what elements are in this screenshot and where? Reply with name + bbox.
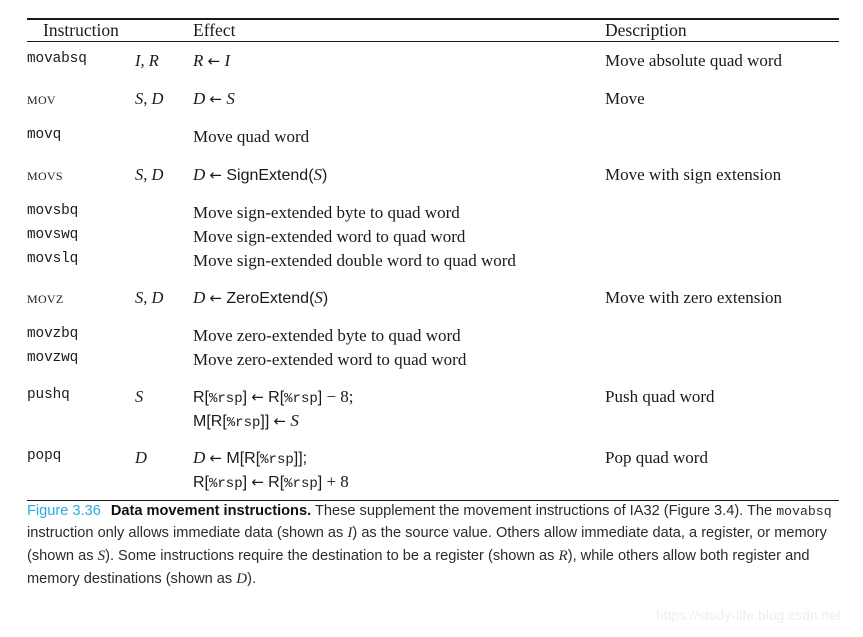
caption-part-5: ), while others allow both register and … bbox=[27, 547, 810, 587]
instruction-operands bbox=[135, 225, 193, 249]
figure-number: Figure 3.36 bbox=[27, 503, 101, 519]
instruction-name: MOV bbox=[27, 89, 56, 108]
instruction-description: Move bbox=[605, 89, 645, 108]
instruction-effect: Move sign-extended byte to quad word bbox=[193, 203, 460, 222]
instruction-description-empty bbox=[605, 410, 839, 439]
instruction-description: Move with sign extension bbox=[605, 165, 782, 184]
instruction-description bbox=[605, 118, 839, 156]
table-row: MOVZ S, D D ← ZeroExtend(S) Move with ze… bbox=[27, 279, 839, 317]
instruction-name: movzwq bbox=[27, 350, 79, 366]
instruction-operands-empty bbox=[135, 471, 193, 500]
table-row-continuation: R[%rsp] ← R[%rsp] + 8 bbox=[27, 471, 839, 500]
instruction-name: movsbq bbox=[27, 203, 79, 219]
instruction-effect-line2: R[%rsp] ← R[%rsp] + 8 bbox=[193, 472, 349, 492]
caption-part-4: ). Some instructions require the destina… bbox=[105, 547, 559, 564]
watermark: https://study-life.blog.csdn.net bbox=[656, 608, 841, 623]
caption-symbol-s: S bbox=[97, 547, 106, 564]
instruction-name: popq bbox=[27, 448, 62, 464]
instruction-description: Move absolute quad word bbox=[605, 51, 783, 70]
table-row: movslq Move sign-extended double word to… bbox=[27, 249, 839, 279]
instruction-description bbox=[605, 249, 839, 279]
column-header-description: Description bbox=[605, 20, 687, 40]
instruction-name: movslq bbox=[27, 251, 79, 267]
instruction-name-empty bbox=[27, 410, 135, 439]
instruction-operands: S bbox=[135, 387, 144, 406]
instruction-effect-line2: M[R[%rsp]] ← S bbox=[193, 411, 299, 431]
instruction-operands: D bbox=[135, 448, 147, 467]
instruction-operands-empty bbox=[135, 410, 193, 439]
figure-3-36-table: Instruction Effect Description movabsq I… bbox=[27, 18, 839, 501]
instruction-effect: Move sign-extended word to quad word bbox=[193, 227, 466, 246]
column-header-operands-spacer bbox=[135, 20, 193, 41]
table-row: pushq S R[%rsp] ← R[%rsp] − 8; Push quad… bbox=[27, 378, 839, 410]
instruction-name: MOVS bbox=[27, 165, 63, 184]
instruction-description-empty bbox=[605, 471, 839, 500]
instruction-effect: D ← ZeroExtend(S) bbox=[193, 288, 329, 307]
caption-part-2: instruction only allows immediate data (… bbox=[27, 525, 348, 542]
caption-part-3: ) as the source value. Others allow imme… bbox=[27, 525, 827, 564]
instruction-description bbox=[605, 348, 839, 378]
table-row: movzwq Move zero-extended word to quad w… bbox=[27, 348, 839, 378]
table-row-continuation: M[R[%rsp]] ← S bbox=[27, 410, 839, 439]
instruction-description bbox=[605, 317, 839, 348]
data-movement-instructions-table: Instruction Effect Description bbox=[27, 20, 839, 41]
instruction-operands bbox=[135, 118, 193, 156]
instruction-operands bbox=[135, 348, 193, 378]
caption-symbol-i: I bbox=[347, 525, 353, 542]
instruction-operands: I, R bbox=[135, 51, 159, 70]
instruction-description bbox=[605, 225, 839, 249]
instruction-effect: D ← S bbox=[193, 89, 235, 108]
figure-caption: Figure 3.36 Data movement instructions. T… bbox=[27, 500, 845, 591]
instruction-effect: D ← M[R[%rsp]]; bbox=[193, 448, 308, 468]
table-row: MOVS S, D D ← SignExtend(S) Move with si… bbox=[27, 156, 839, 194]
instruction-effect: Move zero-extended word to quad word bbox=[193, 350, 467, 369]
instruction-description: Move with zero extension bbox=[605, 288, 783, 307]
instruction-name-empty bbox=[27, 471, 135, 500]
caption-symbol-r: R bbox=[558, 547, 568, 564]
instruction-description: Push quad word bbox=[605, 387, 715, 406]
instruction-name: movabsq bbox=[27, 51, 87, 67]
instruction-operands: S, D bbox=[135, 89, 164, 108]
instruction-operands bbox=[135, 249, 193, 279]
table-bottom-rule bbox=[27, 500, 839, 501]
instruction-effect: R ← I bbox=[193, 51, 231, 70]
instruction-effect: D ← SignExtend(S) bbox=[193, 165, 328, 184]
caption-symbol-d: D bbox=[236, 570, 248, 587]
instruction-effect: Move sign-extended double word to quad w… bbox=[193, 251, 516, 270]
instruction-effect: Move zero-extended byte to quad word bbox=[193, 326, 461, 345]
table-row: movswq Move sign-extended word to quad w… bbox=[27, 225, 839, 249]
instruction-name: movswq bbox=[27, 227, 79, 243]
table-row: movzbq Move zero-extended byte to quad w… bbox=[27, 317, 839, 348]
instruction-name: pushq bbox=[27, 387, 70, 403]
caption-part-6: ). bbox=[247, 570, 257, 587]
instruction-description bbox=[605, 194, 839, 225]
instruction-operands bbox=[135, 317, 193, 348]
instruction-operands: S, D bbox=[135, 288, 164, 307]
instruction-operands: S, D bbox=[135, 165, 164, 184]
table-header-row: Instruction Effect Description bbox=[27, 20, 839, 41]
table-row: MOV S, D D ← S Move bbox=[27, 80, 839, 118]
instruction-name: MOVZ bbox=[27, 288, 64, 307]
table-row: movabsq I, R R ← I Move absolute quad wo… bbox=[27, 42, 839, 80]
caption-mono-movabsq: movabsq bbox=[776, 504, 832, 519]
table-row: popq D D ← M[R[%rsp]]; Pop quad word bbox=[27, 439, 839, 471]
caption-part-1: These supplement the movement instructio… bbox=[314, 503, 777, 519]
instruction-effect: R[%rsp] ← R[%rsp] − 8; bbox=[193, 387, 354, 407]
instruction-description: Pop quad word bbox=[605, 448, 708, 467]
column-header-instruction: Instruction bbox=[43, 20, 119, 40]
instruction-name: movzbq bbox=[27, 326, 79, 342]
instruction-effect: Move quad word bbox=[193, 127, 310, 146]
instruction-name: movq bbox=[27, 127, 62, 143]
instruction-operands bbox=[135, 194, 193, 225]
table-top-rule bbox=[27, 18, 839, 20]
column-header-effect: Effect bbox=[193, 20, 236, 40]
data-movement-instructions-body: movabsq I, R R ← I Move absolute quad wo… bbox=[27, 42, 839, 500]
table-header-rule bbox=[27, 41, 839, 42]
figure-title: Data movement instructions. bbox=[110, 503, 312, 519]
table-row: movsbq Move sign-extended byte to quad w… bbox=[27, 194, 839, 225]
table-row: movq Move quad word bbox=[27, 118, 839, 156]
